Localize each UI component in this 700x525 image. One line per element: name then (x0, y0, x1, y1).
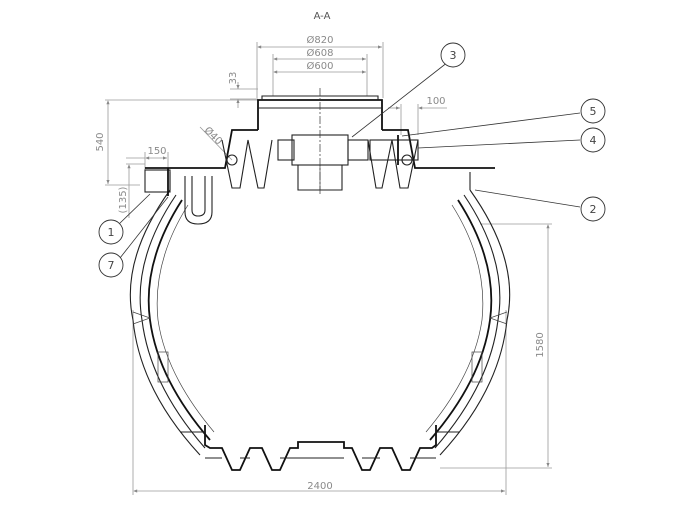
balloon-2: 2 (474, 189, 606, 222)
svg-text:1580: 1580 (535, 332, 546, 357)
svg-text:Ø820: Ø820 (307, 34, 334, 46)
dim-width-2400: 2400 (132, 310, 507, 495)
dim-height-1580: 1580 (440, 223, 552, 469)
svg-text:33: 33 (228, 72, 239, 85)
svg-text:100: 100 (426, 96, 445, 107)
dim-diameter-608: Ø608 (272, 47, 368, 96)
dim-height-33: 33 (228, 72, 258, 108)
svg-text:(135): (135) (118, 186, 129, 213)
dim-height-540: 540 (95, 99, 258, 186)
svg-text:Ø608: Ø608 (307, 47, 334, 59)
balloon-4: 4 (417, 127, 606, 153)
svg-text:5: 5 (590, 105, 597, 118)
svg-text:150: 150 (147, 146, 166, 157)
dim-diameter-600: Ø600 (273, 60, 366, 74)
section-title: A-A (314, 11, 331, 22)
balloon-7: 7 (98, 196, 169, 278)
svg-text:4: 4 (590, 134, 597, 147)
svg-text:2400: 2400 (307, 481, 332, 492)
svg-text:2: 2 (590, 203, 597, 216)
svg-text:1: 1 (108, 226, 115, 239)
svg-text:Ø40: Ø40 (202, 124, 225, 147)
balloon-3: 3 (351, 42, 466, 138)
tank-body (129, 88, 511, 471)
balloon-1: 1 (98, 193, 151, 245)
svg-text:7: 7 (108, 259, 115, 272)
balloon-5: 5 (401, 98, 606, 137)
svg-text:540: 540 (95, 132, 106, 151)
dim-height-135: (135) (118, 163, 145, 218)
svg-text:Ø600: Ø600 (307, 60, 334, 72)
svg-text:3: 3 (450, 49, 457, 62)
